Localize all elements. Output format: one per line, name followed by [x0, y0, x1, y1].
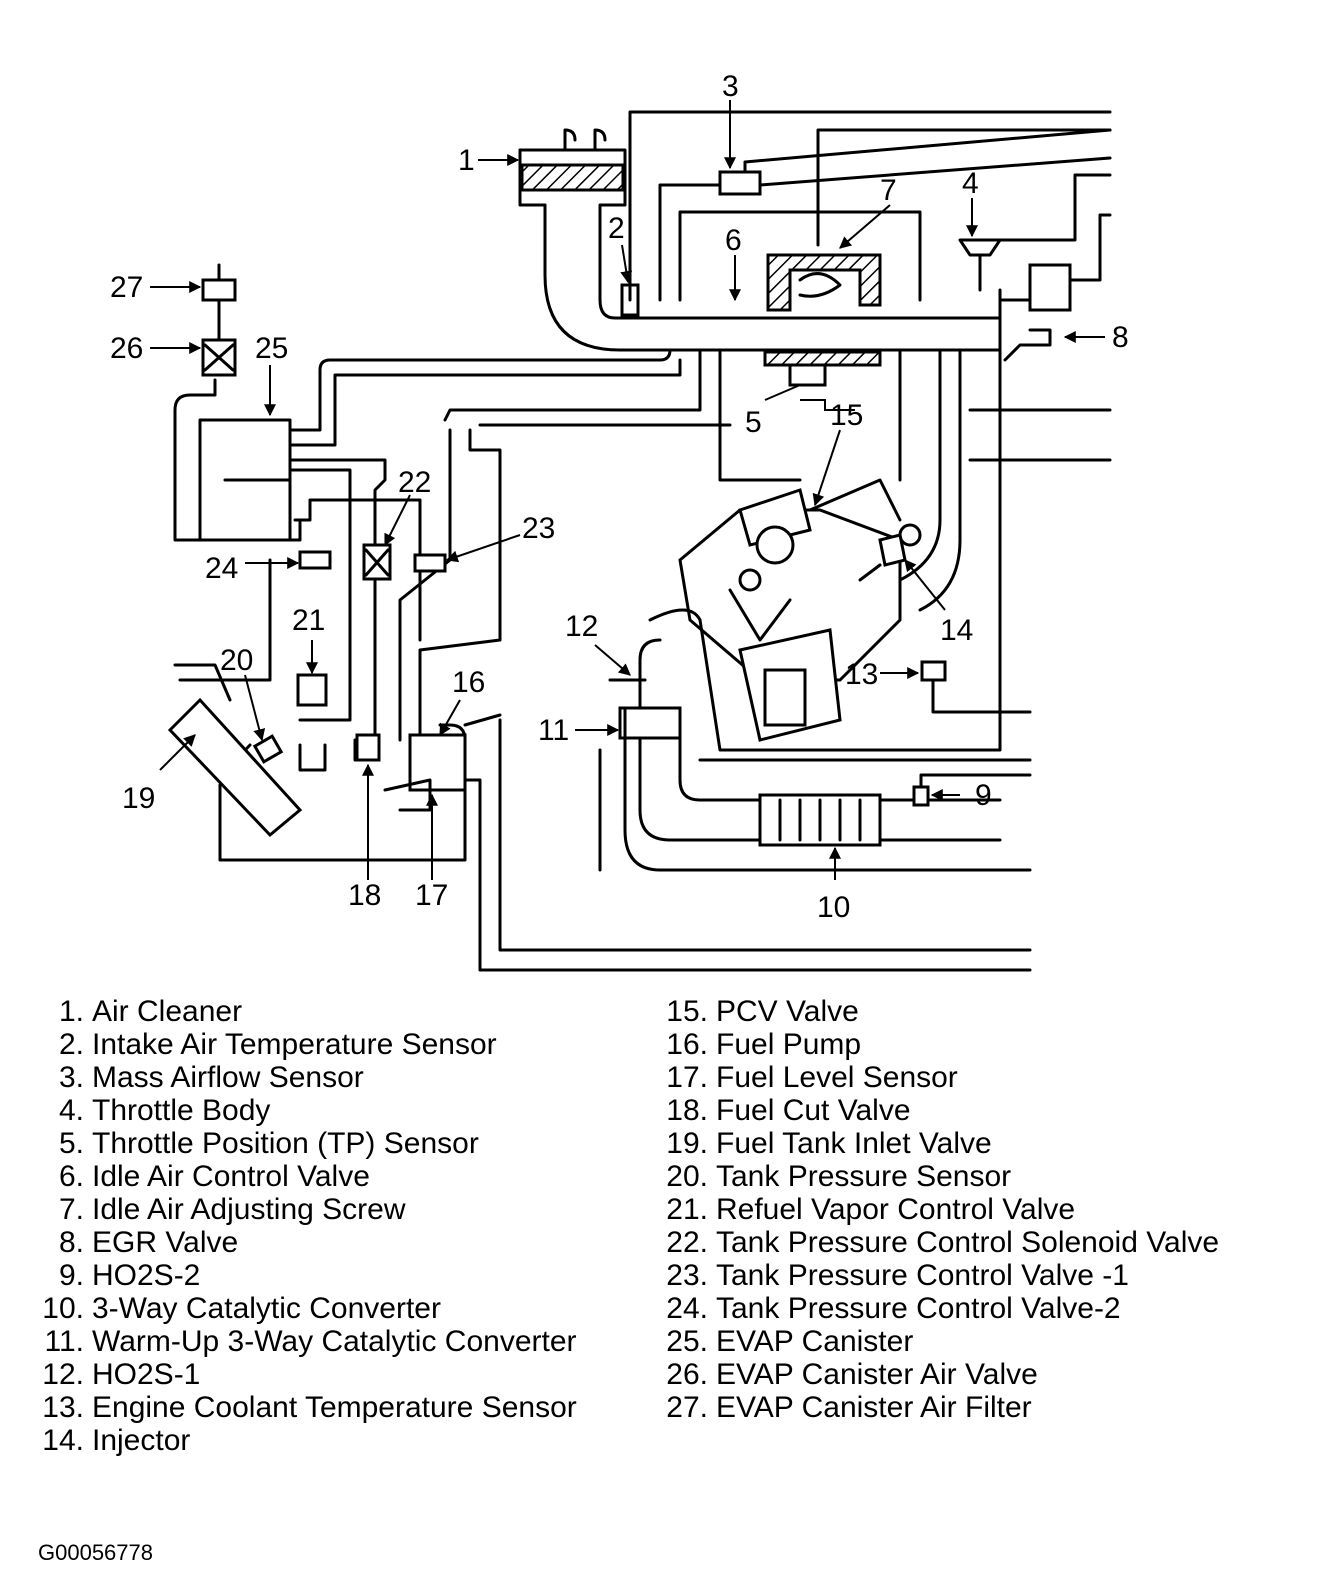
legend-item: 12.HO2S-1 [42, 1358, 201, 1391]
legend-item: 11.Warm-Up 3-Way Catalytic Converter [44, 1325, 577, 1358]
callout-11: 11 [538, 714, 569, 747]
callout-27: 27 [110, 271, 143, 304]
callout-labels: 1 2 3 4 5 6 7 8 9 10 11 12 13 14 15 16 1… [110, 70, 1129, 924]
legend-item: 22.Tank Pressure Control Solenoid Valve [666, 1226, 1220, 1259]
legend-item: 17.Fuel Level Sensor [666, 1061, 958, 1094]
legend-item: 1.Air Cleaner [58, 995, 243, 1028]
idle-air-control-valve [678, 128, 1112, 302]
legend-item: 24.Tank Pressure Control Valve-2 [666, 1292, 1121, 1325]
legend-item: 8.EGR Valve [58, 1226, 239, 1259]
callout-24: 24 [205, 552, 238, 585]
legend-right: 15.PCV Valve 16.Fuel Pump 17.Fuel Level … [664, 995, 1219, 1424]
tank-pressure-control-solenoid-valve [362, 543, 392, 581]
callout-15: 15 [830, 399, 863, 432]
callout-5: 5 [745, 406, 762, 439]
callout-12: 12 [565, 610, 598, 643]
callout-21: 21 [292, 604, 325, 637]
leader-arrows [150, 100, 1105, 880]
callout-3: 3 [722, 70, 739, 103]
legend-item: 21.Refuel Vapor Control Valve [666, 1193, 1076, 1226]
legend-item: 13.Engine Coolant Temperature Sensor [42, 1391, 577, 1424]
callout-14: 14 [940, 614, 973, 647]
evap-canister-air-valve [201, 338, 237, 377]
tank-pressure-control-valve-1 [413, 553, 447, 573]
legend-item: 18.Fuel Cut Valve [666, 1094, 911, 1127]
engine-coolant-temperature-sensor [920, 660, 1032, 714]
callout-2: 2 [608, 212, 625, 245]
legend-item: 14.Injector [42, 1424, 191, 1457]
legend-item: 19.Fuel Tank Inlet Valve [666, 1127, 992, 1160]
pcv-valve [808, 478, 922, 547]
callout-10: 10 [817, 891, 850, 924]
evap-canister [173, 378, 302, 542]
callout-1: 1 [458, 144, 475, 177]
callout-4: 4 [962, 167, 979, 200]
vapor-lines [178, 348, 732, 742]
air-cleaner [518, 128, 1002, 352]
legend-item: 16.Fuel Pump [666, 1028, 862, 1061]
legend-item: 9.HO2S-2 [58, 1259, 201, 1292]
figure-id: G00056778 [38, 1540, 153, 1565]
legend-item: 5.Throttle Position (TP) Sensor [58, 1127, 479, 1160]
legend-item: 25.EVAP Canister [666, 1325, 914, 1358]
callout-22: 22 [398, 466, 431, 499]
callout-23: 23 [522, 512, 555, 545]
callout-13: 13 [845, 658, 878, 691]
legend-item: 23.Tank Pressure Control Valve -1 [666, 1259, 1129, 1292]
fuel-cut-valve [355, 733, 381, 762]
intake-manifold [718, 350, 1112, 612]
legend-item: 10.3-Way Catalytic Converter [42, 1292, 441, 1325]
legend-item: 6.Idle Air Control Valve [58, 1160, 370, 1193]
legend-item: 20.Tank Pressure Sensor [666, 1160, 1012, 1193]
callout-26: 26 [110, 332, 143, 365]
callout-8: 8 [1112, 321, 1129, 354]
callout-20: 20 [220, 644, 253, 677]
legend-left: 1.Air Cleaner 2.Intake Air Temperature S… [40, 995, 577, 1457]
fuel-tank-inlet-valve [167, 663, 303, 838]
refuel-vapor-control-valve [296, 673, 328, 707]
legend-item: 3.Mass Airflow Sensor [58, 1061, 364, 1094]
callout-9: 9 [975, 779, 992, 812]
tank-pressure-control-valve-2 [298, 550, 332, 570]
fuel-tank [218, 713, 1032, 972]
legend-item: 2.Intake Air Temperature Sensor [58, 1028, 497, 1061]
fuel-pump [408, 733, 467, 792]
ho2s-2 [912, 773, 1032, 807]
legend-item: 26.EVAP Canister Air Valve [666, 1358, 1038, 1391]
callout-25: 25 [255, 332, 288, 365]
legend-item: 27.EVAP Canister Air Filter [666, 1391, 1032, 1424]
exhaust-system [598, 608, 1032, 872]
evap-canister-air-filter [201, 263, 237, 342]
throttle-body [763, 173, 1112, 387]
callout-7: 7 [880, 174, 897, 207]
callout-6: 6 [725, 224, 742, 257]
mass-airflow-sensor [628, 110, 1112, 302]
legend-item: 7.Idle Air Adjusting Screw [58, 1193, 406, 1226]
callout-17: 17 [415, 879, 448, 912]
callout-16: 16 [452, 666, 485, 699]
callout-18: 18 [348, 879, 381, 912]
tank-pressure-sensor [252, 734, 284, 764]
engine-emission-system-diagram: 1 2 3 4 5 6 7 8 9 10 11 12 13 14 15 16 1… [110, 70, 1129, 972]
engine [638, 288, 1002, 752]
egr-valve [998, 213, 1112, 362]
legend-item: 15.PCV Valve [666, 995, 859, 1028]
callout-19: 19 [122, 782, 155, 815]
legend-item: 4.Throttle Body [58, 1094, 271, 1127]
